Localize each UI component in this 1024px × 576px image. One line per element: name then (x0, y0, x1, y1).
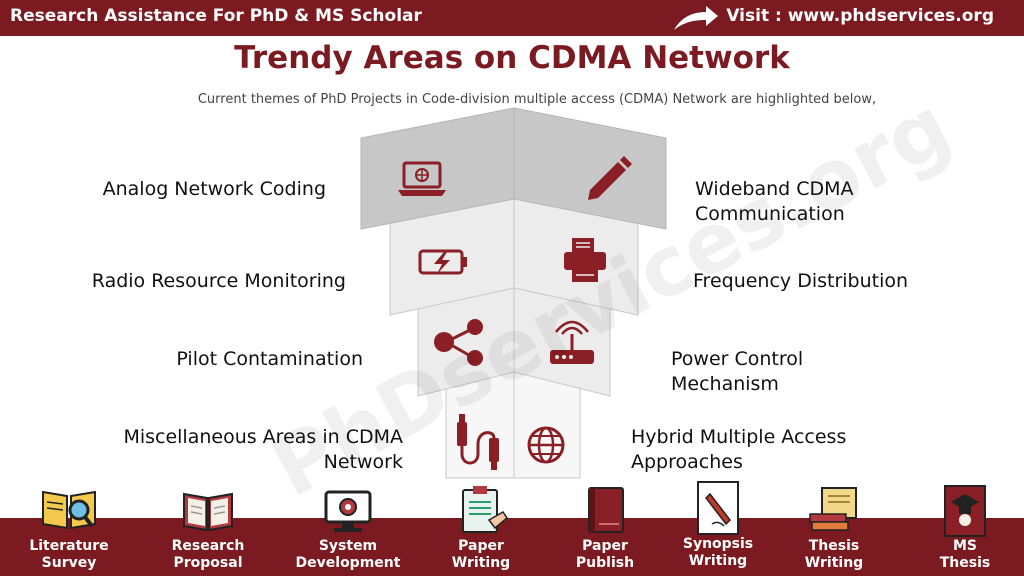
service-synopsis-writing[interactable]: Synopsis Writing (658, 476, 778, 572)
wifi-router-icon (550, 320, 594, 364)
tier-1-right (513, 107, 667, 230)
clipboard-hand-icon (462, 486, 508, 533)
laptop-globe-icon (398, 161, 446, 196)
left-item-4: Miscellaneous Areas in CDMA Network (123, 426, 403, 473)
brand-text: Research Assistance For PhD & MS Scholar (10, 6, 422, 26)
arrow-icon (674, 6, 718, 30)
share-network-icon (434, 319, 483, 366)
left-item-2: Radio Resource Monitoring (91, 270, 346, 292)
service-research-proposal[interactable]: Research Proposal (148, 480, 268, 576)
battery-charging-icon (418, 249, 467, 275)
open-book-icon (183, 492, 233, 532)
bottom-banner (0, 518, 1024, 576)
printer-icon (564, 238, 606, 282)
right-item-1: Wideband CDMA Communication (695, 178, 854, 225)
service-system-development[interactable]: System Development (288, 480, 408, 576)
right-item-4: Hybrid Multiple Access Approaches (631, 426, 847, 473)
page-title: Trendy Areas on CDMA Network (234, 40, 790, 76)
service-ms-thesis[interactable]: MS Thesis (905, 478, 1024, 574)
left-item-3: Pilot Contamination (176, 348, 363, 370)
right-item-2: Frequency Distribution (693, 270, 909, 292)
pencil-icon (588, 156, 632, 200)
right-item-3: Power Control Mechanism (671, 348, 804, 395)
book-magnifier-icon (42, 490, 96, 530)
service-paper-writing[interactable]: Paper Writing (421, 480, 541, 576)
notebook-icon (588, 487, 624, 533)
service-literature-survey[interactable]: Literature Survey (9, 480, 129, 576)
scroll-books-icon (809, 487, 857, 531)
service-paper-publish[interactable]: Paper Publish (545, 480, 665, 576)
graduate-book-icon (944, 485, 986, 537)
service-thesis-writing[interactable]: Thesis Writing (774, 480, 894, 576)
staircase-graphic (360, 107, 667, 479)
top-banner: Research Assistance For PhD & MS Scholar… (0, 0, 1024, 36)
visit-link[interactable]: Visit : www.phdservices.org (726, 6, 994, 26)
pen-paper-icon (697, 481, 739, 535)
left-item-1: Analog Network Coding (102, 178, 326, 200)
monitor-gear-icon (324, 490, 372, 532)
cable-connector-icon (457, 414, 499, 470)
page-subtitle: Current themes of PhD Projects in Code-d… (197, 92, 877, 107)
globe-icon (527, 426, 565, 464)
